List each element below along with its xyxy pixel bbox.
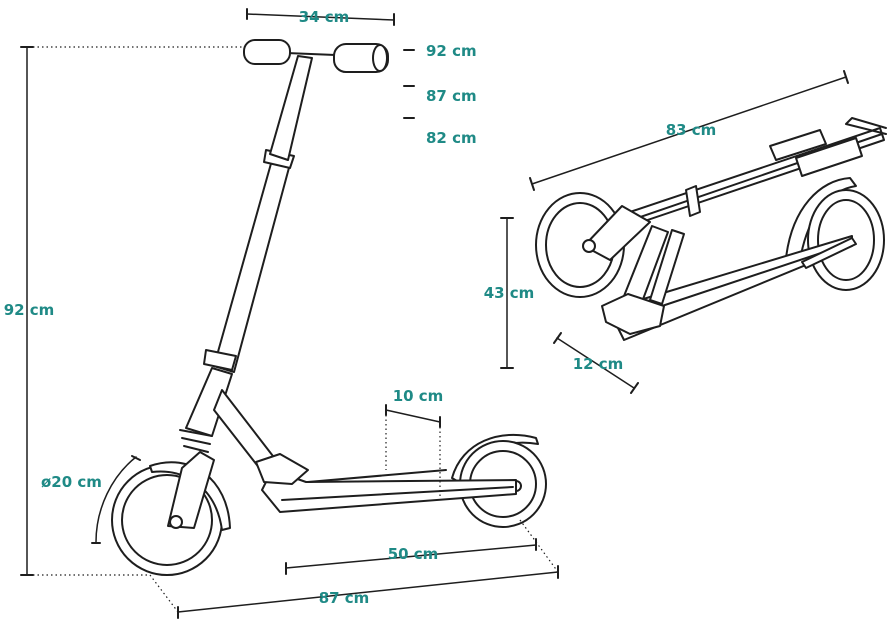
dimension-lines	[20, 8, 849, 619]
label-deck-width: 10 cm	[393, 387, 444, 405]
dimension-labels: 34 cm 92 cm 87 cm 82 cm 92 cm ø20 cm 10 …	[4, 8, 717, 607]
label-height-mid: 87 cm	[426, 87, 477, 105]
label-total-length: 87 cm	[319, 589, 370, 607]
scooter-folded-drawing	[535, 117, 887, 341]
label-height-max: 92 cm	[426, 42, 477, 60]
label-total-height: 92 cm	[4, 301, 55, 319]
label-height-min: 82 cm	[426, 129, 477, 147]
label-folded-height: 43 cm	[484, 284, 535, 302]
label-folded-length: 83 cm	[666, 121, 717, 139]
scooter-unfolded-drawing	[111, 39, 547, 576]
label-wheel-diameter: ø20 cm	[41, 473, 102, 491]
label-deck-length: 50 cm	[388, 545, 439, 563]
label-folded-width: 12 cm	[573, 355, 624, 373]
label-handlebar-width: 34 cm	[299, 8, 350, 26]
